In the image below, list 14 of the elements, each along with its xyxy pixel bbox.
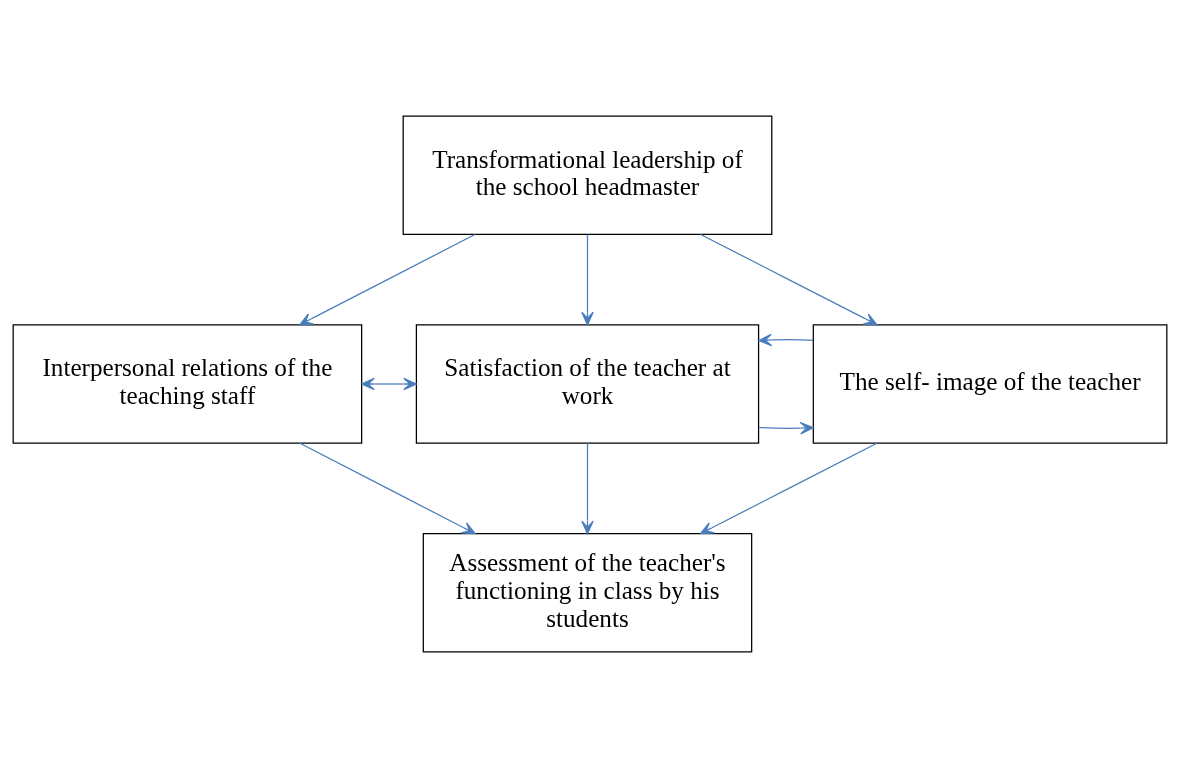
- arrow: [299, 233, 476, 325]
- arrow: [758, 421, 814, 434]
- arrow: [699, 442, 878, 534]
- arrow: [581, 233, 594, 325]
- arrow: [361, 377, 417, 390]
- arrow: [299, 442, 476, 534]
- node-box: The self- image of the teacher: [812, 323, 1168, 444]
- node-box: Assessment of the teacher's functioning in class by his students: [422, 532, 753, 653]
- arrow: [581, 442, 594, 534]
- node-box: Interpersonal relations of the teaching staff: [12, 323, 363, 444]
- arrow: [758, 333, 814, 346]
- arrow: [700, 233, 878, 325]
- node-box: Satisfaction of the teacher at work: [415, 323, 760, 444]
- node-box: Transformational leadership of the school headmaster: [402, 114, 773, 235]
